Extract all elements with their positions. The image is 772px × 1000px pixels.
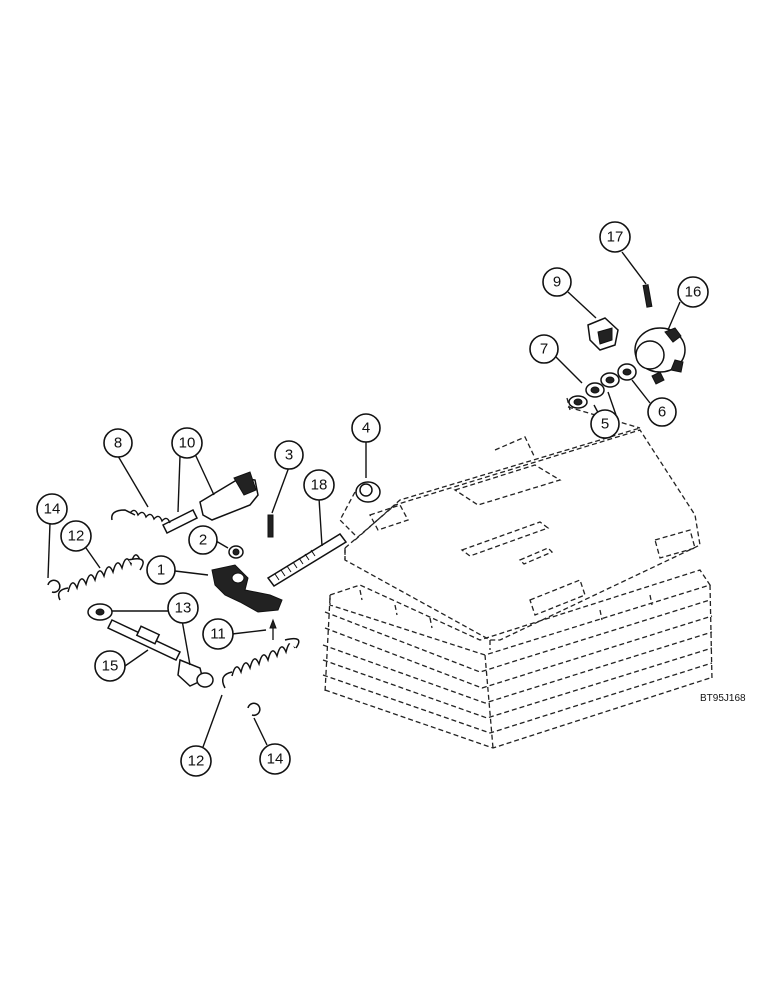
callout-12-lower: 12 (180, 745, 212, 777)
callout-1-label: 1 (157, 562, 165, 579)
callout-14-upper: 14 (36, 493, 68, 525)
threaded-rod (266, 533, 348, 587)
callout-5-label: 5 (601, 416, 609, 433)
callout-7-label: 7 (540, 341, 548, 358)
retaining-ring-upper (47, 579, 61, 594)
flanged-bushing-left (87, 603, 113, 621)
seat-base (322, 397, 713, 749)
callout-6-label: 6 (658, 404, 666, 421)
adjustment-handle (161, 471, 259, 535)
cotter-pin (269, 618, 277, 629)
callout-8-label: 8 (114, 435, 122, 452)
callout-11: 11 (202, 618, 234, 650)
callout-13-label: 13 (175, 600, 192, 617)
callout-7: 7 (529, 334, 559, 364)
callout-10-label: 10 (179, 435, 196, 452)
callout-17-label: 17 (607, 229, 624, 246)
callout-3-label: 3 (285, 447, 293, 464)
callout-18-label: 18 (311, 477, 328, 494)
callout-4: 4 (351, 413, 381, 443)
callout-4-label: 4 (362, 420, 370, 437)
small-spring (111, 509, 171, 524)
callout-1: 1 (146, 555, 176, 585)
leader-lines (47, 251, 681, 748)
callout-15-label: 15 (102, 658, 119, 675)
callout-16-label: 16 (685, 284, 702, 301)
callout-15: 15 (94, 650, 126, 682)
spring-pin (642, 284, 653, 308)
retaining-ring-lower (247, 702, 261, 717)
pivot-shaft (106, 619, 182, 661)
callout-17: 17 (599, 221, 631, 253)
roll-pin (267, 514, 274, 538)
reference-code: BT95J168 (700, 693, 746, 704)
callout-6: 6 (647, 397, 677, 427)
bushing (355, 481, 381, 503)
callout-14-lower-label: 14 (267, 751, 284, 768)
callout-9: 9 (542, 267, 572, 297)
callout-14-upper-label: 14 (44, 501, 61, 518)
callout-12-upper-label: 12 (68, 528, 85, 545)
adjustment-knob (634, 327, 686, 385)
callout-16: 16 (677, 276, 709, 308)
callout-14-lower: 14 (259, 743, 291, 775)
callout-8: 8 (103, 428, 133, 458)
callout-12-lower-label: 12 (188, 753, 205, 770)
extension-spring-upper (57, 554, 144, 601)
washer-set (568, 363, 637, 409)
callout-13: 13 (167, 592, 199, 624)
callout-11-label: 11 (210, 626, 226, 643)
callout-9-label: 9 (553, 274, 561, 291)
flanged-bushing-right (177, 658, 214, 688)
callout-12-upper: 12 (60, 520, 92, 552)
callout-18: 18 (303, 469, 335, 501)
extension-spring-lower (221, 637, 300, 689)
callout-10: 10 (171, 427, 203, 459)
lever-bracket (211, 564, 283, 613)
callout-3: 3 (274, 440, 304, 470)
callout-2: 2 (188, 525, 218, 555)
small-bushing (228, 545, 244, 559)
callout-5: 5 (590, 409, 620, 439)
callout-2-label: 2 (199, 532, 207, 549)
latch-bracket (587, 317, 619, 351)
